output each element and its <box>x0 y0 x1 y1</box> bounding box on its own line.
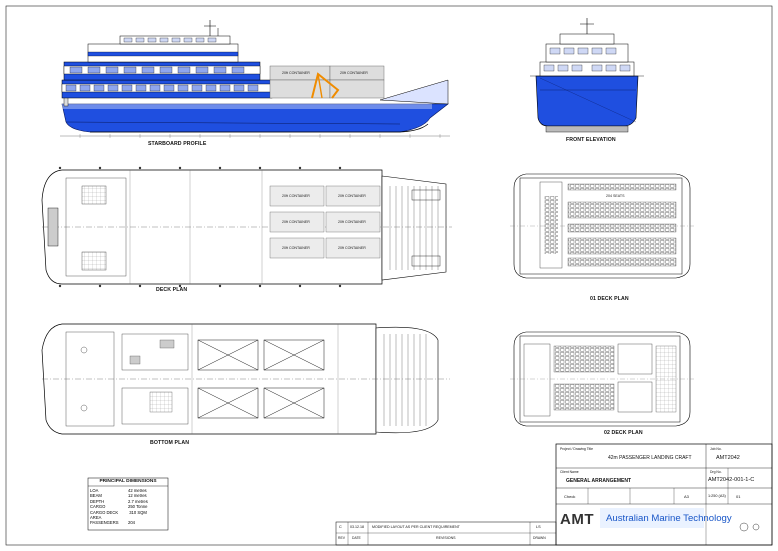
dimension-label: DEPTH <box>90 498 105 504</box>
revision-author: LS <box>536 525 541 529</box>
seat-count-label: 204 SEATS <box>606 194 625 198</box>
drawing-scale: 1:250 (A3) <box>708 494 726 498</box>
sheet-size: A3 <box>684 494 689 499</box>
revision-header-drawn: DRAWN <box>533 536 546 540</box>
front-elevation-view <box>530 18 644 133</box>
client-header: Client Name <box>560 470 579 474</box>
dimension-value: 204 <box>128 520 135 526</box>
dimension-label: CARGO <box>90 504 106 510</box>
dimension-value: 2.7 metres <box>128 498 148 504</box>
drawing-number: AMT2042-001-1-C <box>708 477 755 483</box>
dimension-row: PASSENGERS 204 <box>88 520 168 525</box>
dimension-row: CARGO DECK AREA 310 SQM <box>88 510 168 521</box>
container-label: 20ft CONTAINER <box>338 246 366 250</box>
deck01-plan-view <box>510 173 694 279</box>
deck01-plan-label: 01 DECK PLAN <box>590 296 629 302</box>
company-name: Australian Marine Technology <box>606 513 732 524</box>
container-label: 20ft CONTAINER <box>282 220 310 224</box>
container-label: 20ft CONTAINER <box>338 220 366 224</box>
deck-plan-label: DECK PLAN <box>156 287 188 293</box>
project-title: 42m PASSENGER LANDING CRAFT <box>608 455 692 461</box>
starboard-profile-label: STARBOARD PROFILE <box>148 141 207 147</box>
revision-header-rev: REV <box>338 536 345 540</box>
project-header: Project / Drawing Title <box>560 447 593 451</box>
revision-date: 03.12.18 <box>350 525 364 529</box>
front-elevation-label: FRONT ELEVATION <box>566 137 616 143</box>
starboard-profile-view <box>60 20 450 138</box>
revision-header-date: DATE <box>352 536 361 540</box>
dimension-label: LOA <box>90 488 99 493</box>
revision-header-desc: REVISIONS <box>436 536 456 540</box>
dimension-value: 12 metres <box>128 493 147 499</box>
revision-code: C <box>339 525 342 529</box>
deck-plan-view <box>41 166 452 288</box>
dimension-value: 310 SQM <box>129 509 147 515</box>
bottom-plan-view <box>41 323 450 435</box>
job-label: Job No. <box>710 447 722 451</box>
job-number: AMT2042 <box>716 455 740 461</box>
dimension-row: CARGO 250 Tonne <box>88 504 168 509</box>
deck02-plan-view <box>510 331 694 427</box>
container-label: 20ft CONTAINER <box>340 71 368 75</box>
deck02-plan-label: 02 DECK PLAN <box>604 430 643 436</box>
dimension-row: BEAM 12 metres <box>88 493 168 498</box>
dimension-label: BEAM <box>90 493 102 499</box>
principal-dimensions-title: PRINCIPAL DIMENSIONS <box>99 479 157 484</box>
dimension-label: PASSENGERS <box>90 520 119 526</box>
amt-logo: AMT <box>560 511 594 528</box>
principal-dimensions-box <box>87 477 169 531</box>
revision-description: MODIFIED LAYOUT AS PER CLIENT REQUIREMEN… <box>372 525 460 529</box>
dimension-row: DEPTH 2.7 metres <box>88 499 168 504</box>
title-block <box>335 443 773 546</box>
drawing-status: Check <box>564 494 576 499</box>
container-label: 20ft CONTAINER <box>282 246 310 250</box>
dimension-row: LOA 42 metres <box>88 488 168 493</box>
dimension-label: CARGO DECK AREA <box>90 509 119 521</box>
bottom-plan-label: BOTTOM PLAN <box>150 440 190 446</box>
container-label: 20ft CONTAINER <box>338 194 366 198</box>
drawing-title: GENERAL ARRANGEMENT <box>566 478 632 484</box>
dimension-value: 42 metres <box>128 488 147 493</box>
dimension-value: 250 Tonne <box>128 504 148 510</box>
sheet-number: 01 <box>736 494 741 499</box>
container-label: 20ft CONTAINER <box>282 71 310 75</box>
container-label: 20ft CONTAINER <box>282 194 310 198</box>
drawing-number-label: Drg No. <box>710 470 722 474</box>
